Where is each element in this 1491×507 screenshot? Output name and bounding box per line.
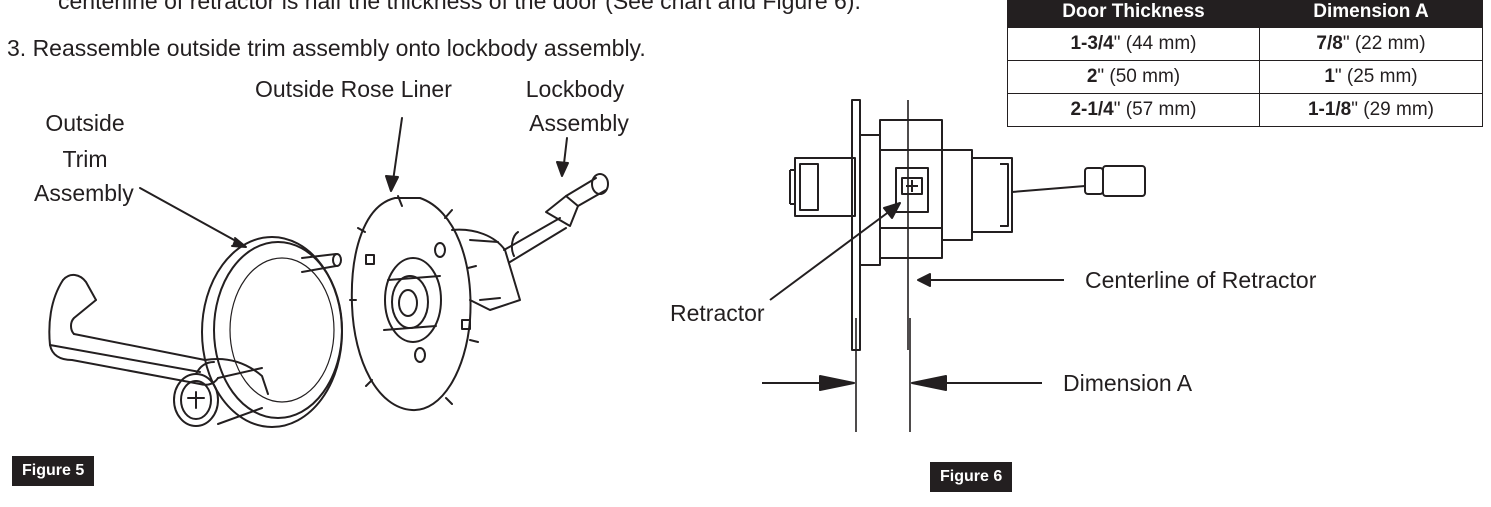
label-dimension-a: Dimension A <box>1063 370 1193 396</box>
step-2-continuation: centerline of retractor is half the thic… <box>58 0 861 14</box>
outside-trim-assembly <box>48 236 343 428</box>
outside-rose-liner <box>349 195 521 412</box>
label-trim: Trim <box>62 146 108 172</box>
figure-5-lever-assembly-drawing <box>48 117 609 428</box>
table-cell: 1-1/8" (29 mm) <box>1258 93 1484 127</box>
table-row: 2-1/4" (57 mm) 1-1/8" (29 mm) <box>1007 93 1484 127</box>
dimension-table: Door Thickness Dimension A 1-3/4" (44 mm… <box>1007 0 1484 127</box>
leader-lines <box>139 117 569 248</box>
label-lockbody-assembly: Assembly <box>529 110 629 136</box>
table-cell: 1" (25 mm) <box>1258 60 1484 94</box>
table-row: 2" (50 mm) 1" (25 mm) <box>1007 60 1484 94</box>
label-lockbody: Lockbody <box>525 76 625 102</box>
label-outside: Outside <box>45 110 125 136</box>
label-assembly: Assembly <box>34 180 134 206</box>
step-3-text: 3. Reassemble outside trim assembly onto… <box>7 35 646 61</box>
header-door-thickness: Door Thickness <box>1007 0 1260 28</box>
figure-5-caption: Figure 5 <box>12 456 95 486</box>
label-centerline-of-retractor: Centerline of Retractor <box>1085 267 1317 293</box>
lockbody-assembly <box>503 173 609 263</box>
figure-6-retractor-drawing <box>762 99 1146 432</box>
table-header-row: Door Thickness Dimension A <box>1007 0 1484 28</box>
header-dimension-a: Dimension A <box>1258 0 1484 28</box>
table-cell: 2-1/4" (57 mm) <box>1007 93 1260 127</box>
figure-6-caption: Figure 6 <box>930 462 1013 492</box>
label-outside-rose-liner: Outside Rose Liner <box>255 76 452 102</box>
label-retractor: Retractor <box>670 300 765 326</box>
